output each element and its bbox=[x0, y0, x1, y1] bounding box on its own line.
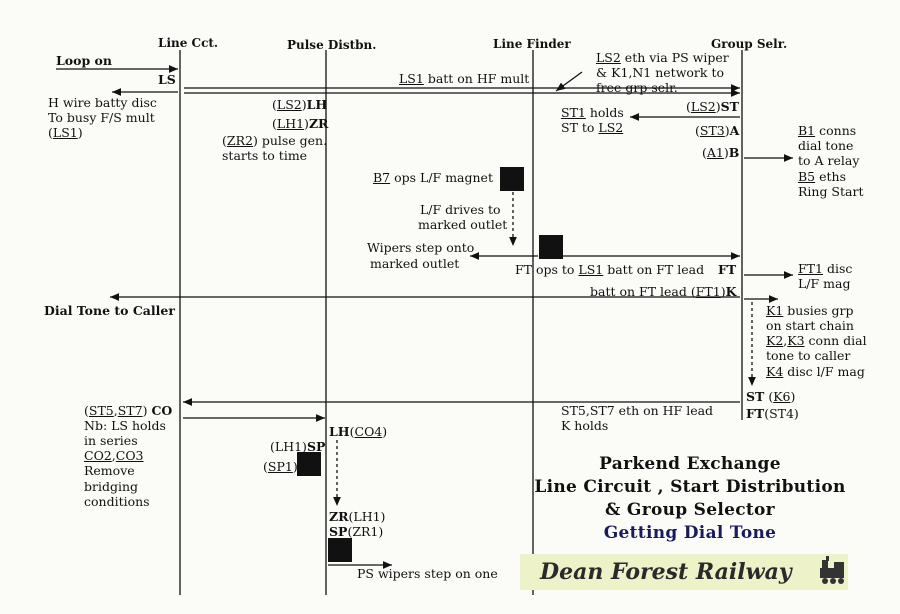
header-line-cct: Line Cct. bbox=[158, 36, 219, 50]
wipers-block bbox=[539, 235, 563, 259]
k4-text: K4 disc l/F mag bbox=[766, 364, 865, 379]
wipers-text-1: Wipers step onto bbox=[367, 240, 475, 255]
lf-drives-text-2: marked outlet bbox=[418, 217, 508, 232]
b5-text-2: Ring Start bbox=[798, 184, 864, 199]
st57-text-2: K holds bbox=[561, 418, 609, 433]
ls-label: LS bbox=[158, 72, 176, 87]
loop-on-label: Loop on bbox=[56, 53, 112, 68]
sp1-block bbox=[297, 452, 321, 476]
remove-text-2: bridging bbox=[84, 479, 139, 494]
lh1-zr-label: (LH1)ZR bbox=[272, 116, 329, 131]
zr-lh1-label: ZR(LH1) bbox=[329, 509, 386, 524]
sp-zr1-label: SP(ZR1) bbox=[329, 524, 384, 539]
st5-st7-co-label: (ST5,ST7) CO bbox=[84, 403, 173, 418]
wipers-text-2: marked outlet bbox=[370, 256, 460, 271]
ft-st4-label: FT(ST4) bbox=[746, 406, 799, 421]
a1-b-label: (A1)B bbox=[702, 145, 740, 160]
title-line-3: & Group Selector bbox=[605, 500, 775, 520]
ls2-pointer bbox=[555, 71, 583, 92]
nb-text-1: Nb: LS holds bbox=[84, 418, 166, 433]
title-line-4: Getting Dial Tone bbox=[603, 523, 777, 543]
h-wire-text-3: (LS1) bbox=[48, 125, 83, 140]
lf-magnet-block bbox=[500, 167, 524, 191]
b1-text-1: B1 conns bbox=[798, 123, 857, 138]
lh-co4-label: LH(CO4) bbox=[329, 424, 388, 439]
ft-code: FT bbox=[718, 262, 737, 277]
b1-text-2: dial tone bbox=[798, 138, 854, 153]
k1-text-1: K1 busies grp bbox=[766, 303, 854, 318]
zr2-text-2: starts to time bbox=[222, 148, 308, 163]
b5-text-1: B5 eths bbox=[798, 169, 846, 184]
header-group-selr: Group Selr. bbox=[711, 37, 788, 51]
lf-drives-text-1: L/F drives to bbox=[420, 202, 501, 217]
ls1-batt-label: LS1 batt on HF mult bbox=[399, 71, 530, 86]
b1-text-3: to A relay bbox=[798, 153, 860, 168]
ls2-eth-text-3: free grp selr. bbox=[596, 80, 678, 95]
k1-text-2: on start chain bbox=[766, 318, 854, 333]
st1-text-2: ST to LS2 bbox=[561, 120, 624, 135]
ls2-st-label: (LS2)ST bbox=[686, 99, 739, 114]
header-line-finder: Line Finder bbox=[493, 37, 571, 51]
lh1-sp-label: (LH1)SP bbox=[270, 439, 326, 454]
b7-label: B7 ops L/F magnet bbox=[373, 170, 493, 185]
sp1-label: (SP1) bbox=[263, 459, 298, 474]
railway-banner bbox=[520, 554, 848, 590]
batt-ft-label: batt on FT lead (FT1)K bbox=[590, 284, 737, 299]
remove-text-1: Remove bbox=[84, 463, 135, 478]
ls2-eth-text-2: & K1,N1 network to bbox=[596, 65, 724, 80]
banner-text: Dean Forest Railway bbox=[540, 559, 792, 585]
zr2-text-1: (ZR2) pulse gen. bbox=[222, 133, 328, 148]
st3-a-label: (ST3)A bbox=[695, 123, 740, 138]
st-k6-label: ST (K6) bbox=[746, 389, 796, 404]
spzr1-block bbox=[328, 538, 352, 562]
co23-text: CO2,CO3 bbox=[84, 448, 144, 463]
ft1-text-1: FT1 disc bbox=[798, 261, 853, 276]
ls2-eth-text-1: LS2 eth via PS wiper bbox=[596, 50, 729, 65]
h-wire-text-1: H wire batty disc bbox=[48, 95, 157, 110]
title-line-2: Line Circuit , Start Distribution bbox=[534, 477, 846, 497]
header-pulse-distbn: Pulse Distbn. bbox=[287, 38, 377, 52]
ft1-text-2: L/F mag bbox=[798, 276, 851, 291]
h-wire-text-2: To busy F/S mult bbox=[48, 110, 155, 125]
nb-text-2: in series bbox=[84, 433, 138, 448]
st57-text-1: ST5,ST7 eth on HF lead bbox=[561, 403, 714, 418]
title-line-1: Parkend Exchange bbox=[599, 454, 781, 474]
dial-tone-label: Dial Tone to Caller bbox=[44, 303, 175, 318]
st1-text-1: ST1 holds bbox=[561, 105, 624, 120]
k23-text-1: K2,K3 conn dial bbox=[766, 333, 867, 348]
remove-text-3: conditions bbox=[84, 494, 150, 509]
ls2-lh-label: (LS2)LH bbox=[272, 97, 328, 112]
ft-ops-label: FT ops to LS1 batt on FT lead bbox=[515, 262, 705, 277]
ps-wipers-label: PS wipers step on one bbox=[357, 566, 498, 581]
k23-text-2: tone to caller bbox=[766, 348, 851, 363]
